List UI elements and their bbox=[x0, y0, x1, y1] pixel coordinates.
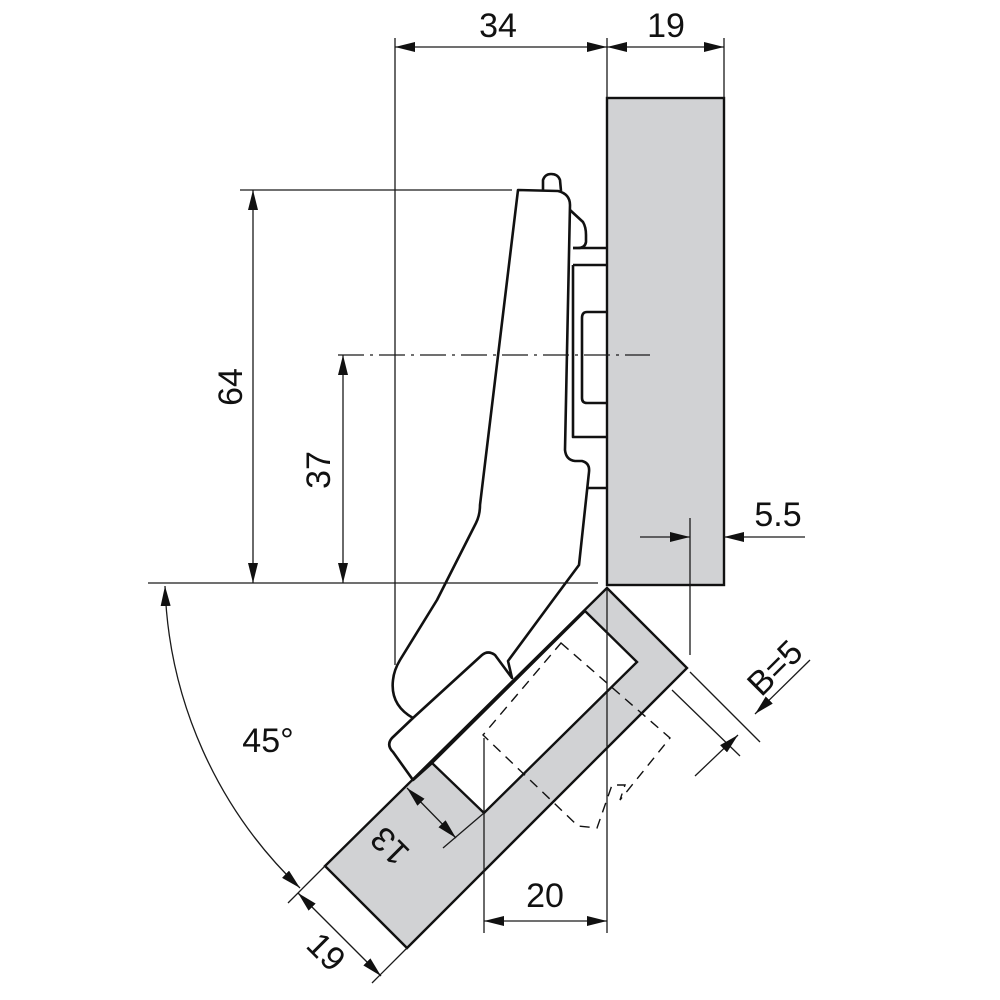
extension-line-13 bbox=[442, 812, 485, 849]
dimension-label-b5: B=5 bbox=[740, 633, 810, 703]
dimension-label-37: 37 bbox=[300, 451, 338, 489]
cup-hidden-outline bbox=[482, 642, 671, 829]
dimension-arrow-b-lower bbox=[694, 734, 739, 777]
extension-line-b-inner bbox=[671, 689, 741, 757]
dimension-arrow-19-bottom bbox=[297, 892, 382, 977]
extension-line-19-b bbox=[371, 947, 408, 984]
dimension-label-64: 64 bbox=[212, 368, 250, 406]
cabinet-side-panel bbox=[605, 96, 726, 587]
angle-arc-45 bbox=[160, 585, 301, 889]
dimension-arrow-b-upper bbox=[754, 659, 811, 715]
dimension-label-19-top: 19 bbox=[647, 7, 685, 45]
mounting-plate bbox=[571, 246, 607, 490]
extension-line-b-outer bbox=[689, 671, 761, 743]
hinge-arm bbox=[391, 188, 591, 720]
extension-line-19-a bbox=[287, 865, 326, 904]
dimension-label-19-bottom: 19 bbox=[299, 925, 353, 979]
dimension-label-20: 20 bbox=[526, 877, 564, 915]
hinge-knob bbox=[541, 172, 563, 192]
angle-label-45: 45° bbox=[242, 722, 293, 760]
dimension-label-5-5: 5.5 bbox=[754, 496, 801, 534]
hinge-pad bbox=[387, 717, 433, 782]
dimension-arrow-13 bbox=[406, 787, 457, 839]
dimension-label-34: 34 bbox=[479, 7, 517, 45]
hinge-clip bbox=[569, 209, 588, 250]
